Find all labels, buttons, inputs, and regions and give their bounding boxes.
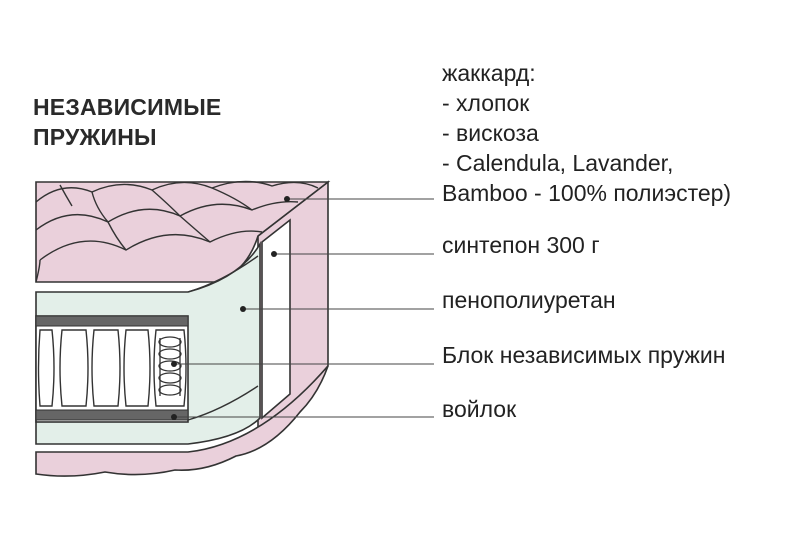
label-jacquard: жаккард: - хлопок - вискоза - Calendula,… xyxy=(442,58,731,208)
label-springs: Блок независимых пружин xyxy=(442,342,726,368)
foam-side-lines xyxy=(187,255,259,421)
sintepon-layer xyxy=(261,218,291,420)
page-title: НЕЗАВИСИМЫЕ ПРУЖИНЫ xyxy=(33,92,221,152)
jacquard-line-5: Bamboo - 100% полиэстер) xyxy=(442,180,732,206)
leader-lines xyxy=(174,198,434,418)
label-sintepon: синтепон 300 г xyxy=(442,232,600,258)
cover-bottom-band xyxy=(35,365,329,477)
label-felt: войлок xyxy=(442,396,517,422)
quilting-pattern xyxy=(35,180,319,283)
title-line-2: ПРУЖИНЫ xyxy=(33,124,157,150)
coil-spring xyxy=(158,336,182,396)
felt-bottom xyxy=(35,409,189,421)
jacquard-line-2: - хлопок xyxy=(442,90,530,116)
title-line-1: НЕЗАВИСИМЫЕ xyxy=(33,94,222,120)
jacquard-line-1: жаккард: xyxy=(442,60,536,86)
leader-dots xyxy=(171,196,290,420)
jacquard-line-4: - Calendula, Lavander, xyxy=(442,150,674,176)
felt-top xyxy=(35,315,189,327)
jacquard-line-3: - вискоза xyxy=(442,120,539,146)
label-foam: пенополиуретан xyxy=(442,287,616,313)
